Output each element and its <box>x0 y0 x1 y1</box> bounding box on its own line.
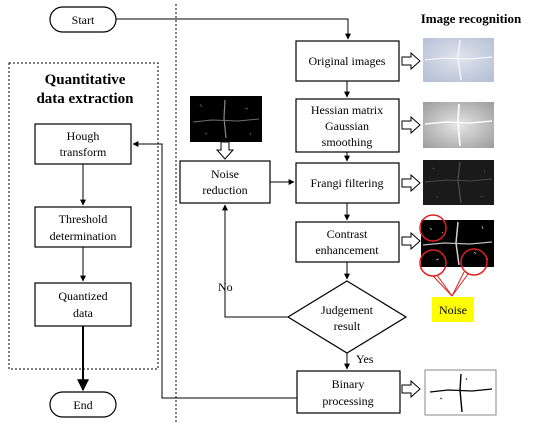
start-label: Start <box>72 13 95 27</box>
no-label: No <box>218 280 233 294</box>
original-label: Original images <box>309 54 386 68</box>
hollow-arrow-right-1 <box>401 51 421 71</box>
hessian-label-3: smoothing <box>322 135 373 149</box>
hollow-arrow-right-3 <box>401 173 421 193</box>
hollow-arrow-right-4 <box>401 231 421 251</box>
hessian-label-1: Hessian matrix <box>311 103 383 117</box>
quantized-label-2: data <box>73 306 94 320</box>
end-label: End <box>73 398 92 412</box>
binary-node: Binary processing <box>296 370 401 414</box>
original-image-thumbnail <box>423 38 494 82</box>
judgement-node: Judgement result <box>286 280 408 354</box>
binary-image-thumbnail <box>424 369 497 416</box>
left-header-line1: Quantitative <box>45 72 126 88</box>
noise-reduction-node: Noise reduction <box>179 160 271 204</box>
noise-reduction-label-1: Noise <box>211 167 239 181</box>
yes-label: Yes <box>356 352 374 366</box>
end-node: End <box>49 391 117 418</box>
frangi-node: Frangi filtering <box>295 162 400 204</box>
left-header-line2: data extraction <box>36 91 134 107</box>
arrow-start-original <box>116 18 351 40</box>
hollow-arrow-right-5 <box>401 379 421 399</box>
hough-node: Hough transform <box>34 123 132 165</box>
hessian-image-thumbnail <box>423 102 494 148</box>
original-images-node: Original images <box>295 40 400 82</box>
quantized-node: Quantized data <box>34 282 132 327</box>
arrow-binary-hough <box>132 141 297 399</box>
noise-callout-label: Noise <box>439 303 467 317</box>
quantized-label-1: Quantized <box>58 289 107 303</box>
contrast-image-thumbnail <box>421 220 494 267</box>
hessian-node: Hessian matrix Gaussian smoothing <box>295 98 400 153</box>
hollow-arrow-right-2 <box>401 115 421 135</box>
contrast-node: Contrast enhancement <box>295 221 400 263</box>
binary-label-1: Binary <box>332 377 365 391</box>
right-header: Image recognition <box>421 11 522 26</box>
frangi-label: Frangi filtering <box>311 176 384 190</box>
hessian-label-2: Gaussian <box>325 119 369 133</box>
noise-circle-1 <box>419 214 447 242</box>
hough-label-1: Hough <box>67 129 100 143</box>
judgement-label-1: Judgement <box>321 303 374 317</box>
start-node: Start <box>49 6 117 33</box>
contrast-label-1: Contrast <box>327 227 368 241</box>
contrast-label-2: enhancement <box>315 243 379 257</box>
threshold-node: Threshold determination <box>34 206 132 248</box>
threshold-label-1: Threshold <box>59 212 108 226</box>
noise-pointer-lines <box>432 271 469 297</box>
binary-label-2: processing <box>322 394 373 408</box>
hollow-arrow-down <box>215 141 235 160</box>
noise-reduction-label-2: reduction <box>202 183 247 197</box>
noise-circle-3 <box>460 248 488 276</box>
judgement-label-2: result <box>334 319 361 333</box>
threshold-label-2: determination <box>50 229 117 243</box>
arrow-judgement-noise <box>222 204 288 318</box>
noise-thumbnail <box>190 96 262 142</box>
hough-label-2: transform <box>60 145 107 159</box>
frangi-image-thumbnail <box>423 160 494 205</box>
noise-callout: Noise <box>432 297 474 322</box>
